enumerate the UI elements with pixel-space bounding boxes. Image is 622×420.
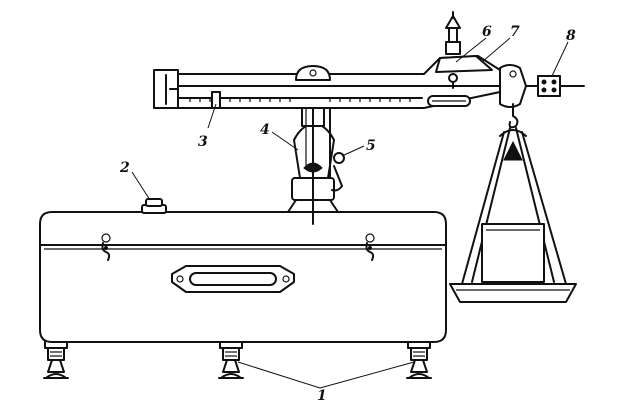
latch-right	[365, 233, 375, 261]
leader-lines	[131, 37, 569, 389]
leveling-foot-middle	[218, 339, 244, 379]
label-6: 6	[482, 24, 492, 40]
arrester-knob	[329, 99, 345, 192]
label-2: 2	[119, 160, 130, 176]
leveling-foot-left	[43, 339, 69, 379]
leveling-foot-right	[406, 339, 432, 379]
label-5: 5	[366, 138, 376, 154]
level-indicator	[141, 198, 167, 214]
label-8: 8	[566, 28, 576, 44]
case-handle	[171, 265, 295, 293]
latch-left	[101, 233, 111, 261]
column-pillar	[287, 85, 339, 225]
sliding-poise	[435, 11, 493, 89]
label-3: 3	[198, 134, 208, 150]
weighing-pan	[449, 127, 577, 303]
label-4: 4	[260, 122, 270, 138]
label-1: 1	[317, 388, 327, 404]
label-7: 7	[510, 24, 520, 40]
hanger-and-counterweight	[499, 64, 585, 129]
